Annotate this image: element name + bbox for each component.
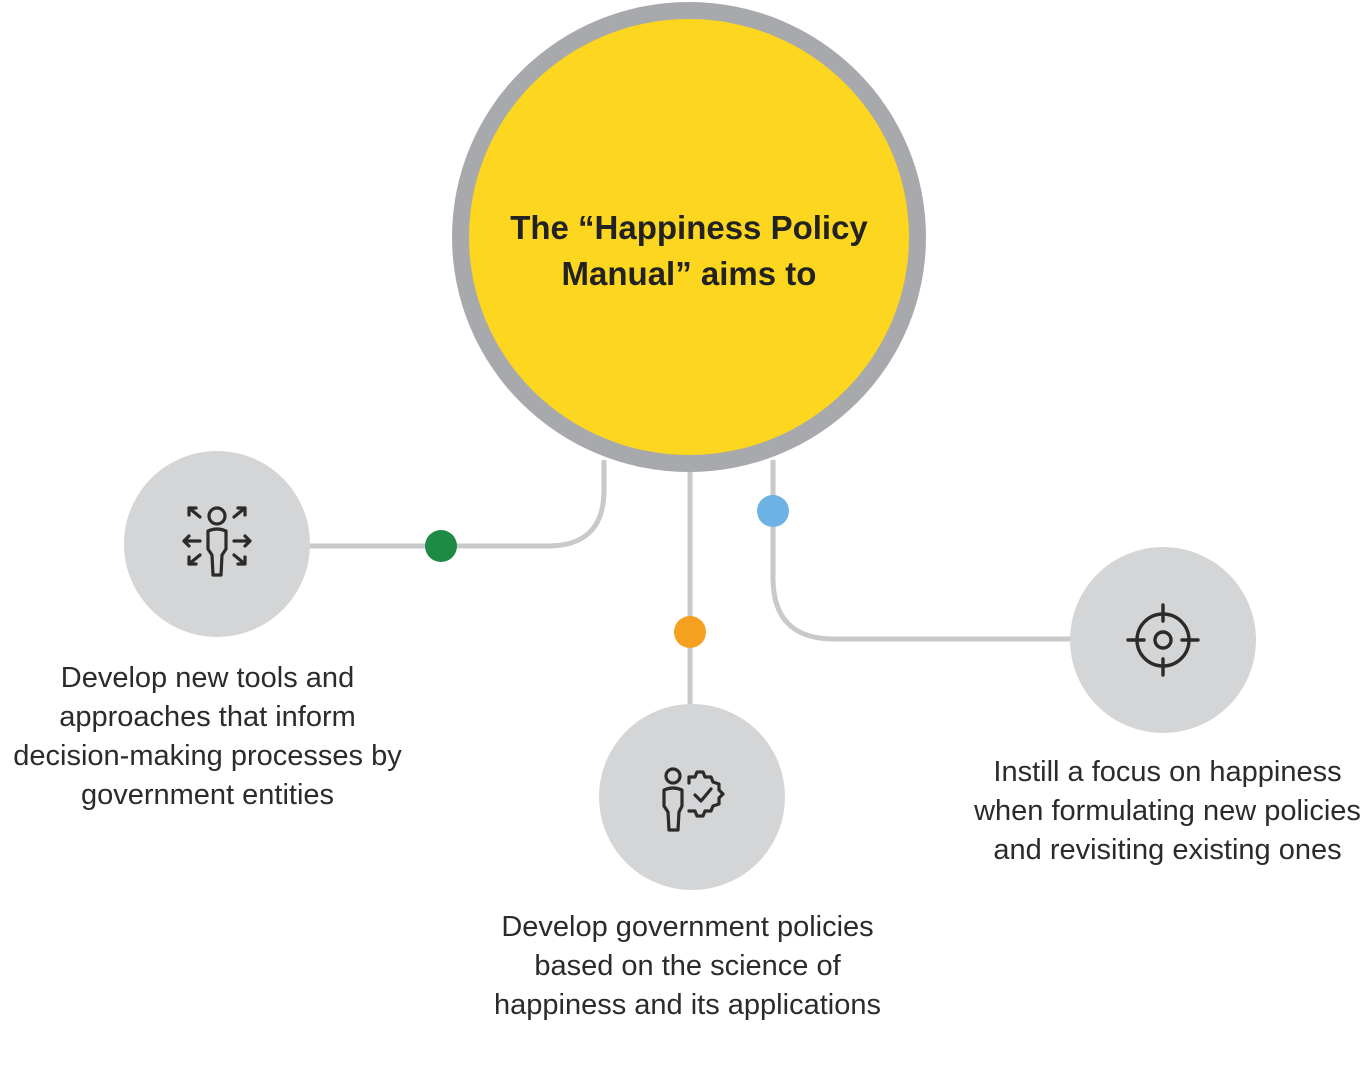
person-gear-check-icon xyxy=(662,767,725,832)
node-focus-label: Instill a focus on happiness when formul… xyxy=(974,756,1361,866)
dot-blue xyxy=(757,495,789,527)
connector-left xyxy=(300,460,607,549)
target-crosshair-icon xyxy=(1126,603,1200,677)
dot-green xyxy=(425,530,457,562)
main-circle-core: The “Happiness Policy Manual” aims to xyxy=(469,19,909,455)
node-tools-label: Develop new tools and approaches that in… xyxy=(13,662,402,811)
node-focus xyxy=(1070,547,1256,733)
main-circle: The “Happiness Policy Manual” aims to xyxy=(452,2,926,472)
node-tools xyxy=(124,451,310,637)
connector-right xyxy=(770,460,1080,642)
node-science-label: Develop government policies based on the… xyxy=(494,911,881,1021)
dot-orange xyxy=(674,616,706,648)
diagram-title: The “Happiness Policy Manual” aims to xyxy=(510,209,868,292)
node-science xyxy=(599,704,785,890)
person-arrows-icon xyxy=(182,506,252,577)
